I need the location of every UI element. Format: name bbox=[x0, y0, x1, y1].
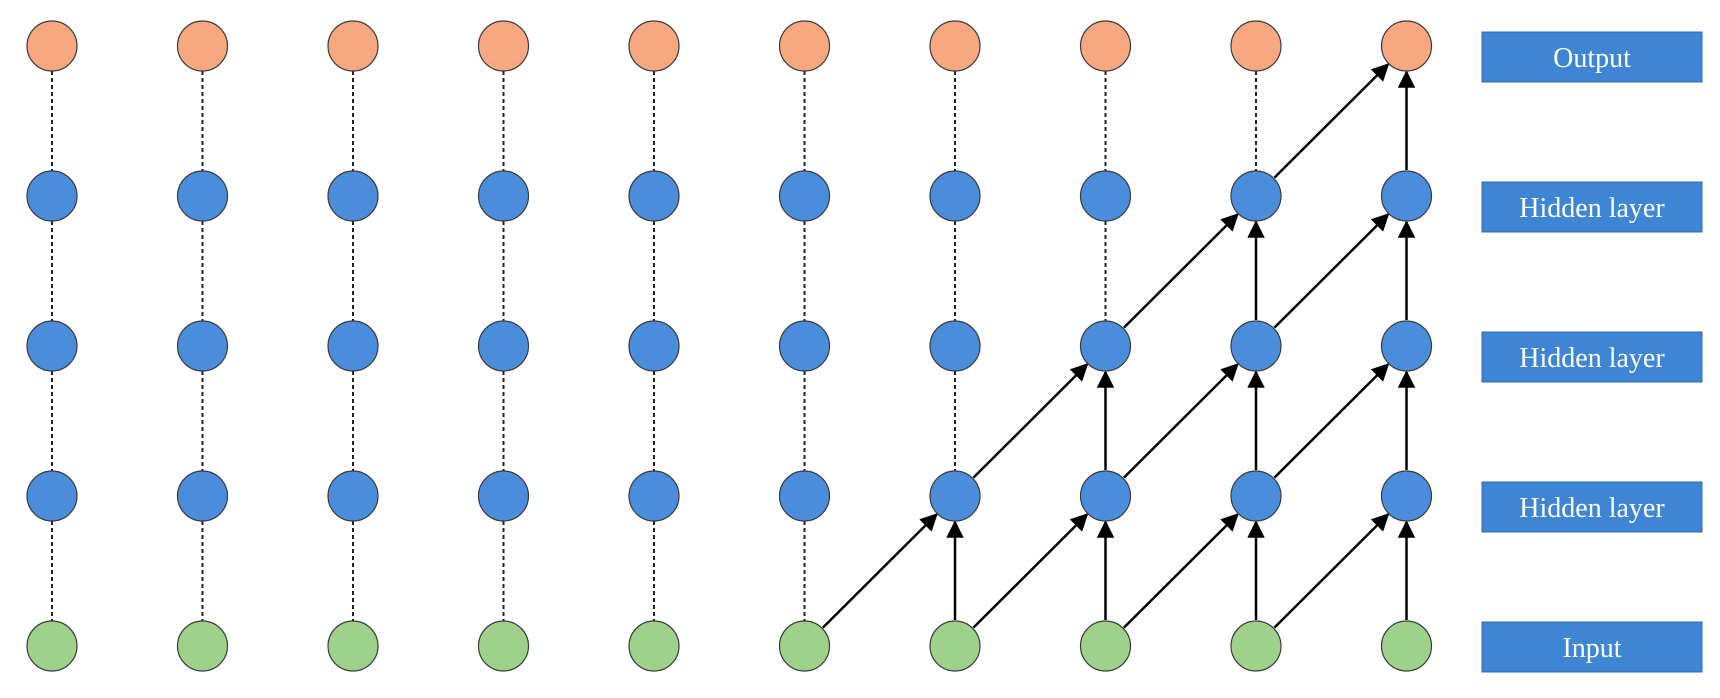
label-hidden-layer-2: Hidden layer bbox=[1481, 331, 1703, 383]
output-node-row0-col8 bbox=[1079, 20, 1132, 72]
output-node-row0-col4 bbox=[477, 20, 530, 72]
dotted-connections bbox=[51, 71, 1257, 621]
hidden-node-row2-col7 bbox=[929, 320, 981, 372]
input-node-row4-col3 bbox=[327, 620, 379, 672]
input-node-row4-col8 bbox=[1079, 620, 1132, 672]
arrow-edge-9-2-10-1 bbox=[1273, 213, 1390, 329]
output-node-row0-col6 bbox=[778, 20, 831, 72]
arrow-edge-7-4-8-3 bbox=[972, 513, 1089, 629]
arrow-edge-8-4-9-3 bbox=[1123, 513, 1239, 629]
input-node-row4-col5 bbox=[628, 620, 680, 672]
hidden-node-row1-col1 bbox=[26, 170, 78, 222]
label-hidden-layer-2-text: Hidden layer bbox=[1519, 343, 1665, 374]
input-node-row4-col9 bbox=[1230, 620, 1282, 672]
hidden-node-row1-col9 bbox=[1230, 170, 1282, 222]
input-node-row4-col2 bbox=[176, 620, 229, 672]
hidden-node-row2-col8 bbox=[1079, 320, 1132, 372]
label-hidden-layer-3-text: Hidden layer bbox=[1519, 193, 1665, 224]
output-node-row0-col5 bbox=[628, 20, 680, 72]
output-node-row0-col10 bbox=[1380, 20, 1433, 72]
hidden-node-row2-col1 bbox=[26, 320, 78, 372]
hidden-node-row3-col10 bbox=[1380, 470, 1433, 522]
hidden-node-row3-col6 bbox=[778, 470, 831, 522]
nodes bbox=[26, 20, 1433, 672]
hidden-node-row3-col4 bbox=[477, 470, 530, 522]
hidden-node-row1-col7 bbox=[929, 170, 981, 222]
output-node-row0-col2 bbox=[176, 20, 229, 72]
input-node-row4-col1 bbox=[26, 620, 78, 672]
label-output: Output bbox=[1481, 31, 1703, 83]
output-node-row0-col7 bbox=[929, 20, 981, 72]
hidden-node-row2-col3 bbox=[327, 320, 379, 372]
hidden-node-row2-col4 bbox=[477, 320, 530, 372]
hidden-node-row3-col7 bbox=[929, 470, 981, 522]
input-node-row4-col10 bbox=[1380, 620, 1433, 672]
arrow-edge-6-4-7-3 bbox=[822, 513, 938, 629]
hidden-node-row2-col10 bbox=[1380, 320, 1433, 372]
input-node-row4-col4 bbox=[477, 620, 530, 672]
output-node-row0-col3 bbox=[327, 20, 379, 72]
hidden-node-row2-col5 bbox=[628, 320, 680, 372]
hidden-node-row3-col2 bbox=[176, 470, 229, 522]
hidden-node-row1-col5 bbox=[628, 170, 680, 222]
input-node-row4-col6 bbox=[778, 620, 831, 672]
arrow-edge-9-3-10-2 bbox=[1273, 363, 1390, 479]
arrow-edge-9-4-10-3 bbox=[1273, 513, 1390, 629]
input-node-row4-col7 bbox=[929, 620, 981, 672]
label-hidden-layer-3: Hidden layer bbox=[1481, 181, 1703, 233]
arrow-edge-8-2-9-1 bbox=[1123, 213, 1239, 329]
hidden-node-row1-col3 bbox=[327, 170, 379, 222]
hidden-node-row2-col6 bbox=[778, 320, 831, 372]
arrow-edge-8-3-9-2 bbox=[1123, 363, 1239, 479]
hidden-node-row3-col5 bbox=[628, 470, 680, 522]
hidden-node-row3-col8 bbox=[1079, 470, 1132, 522]
hidden-node-row2-col2 bbox=[176, 320, 229, 372]
hidden-node-row1-col6 bbox=[778, 170, 831, 222]
hidden-node-row3-col3 bbox=[327, 470, 379, 522]
output-node-row0-col9 bbox=[1230, 20, 1282, 72]
solid-connections bbox=[822, 63, 1416, 629]
label-hidden-layer-1-text: Hidden layer bbox=[1519, 493, 1665, 524]
hidden-node-row3-col9 bbox=[1230, 470, 1282, 522]
arrow-edge-7-3-8-2 bbox=[972, 363, 1089, 479]
hidden-node-row3-col1 bbox=[26, 470, 78, 522]
hidden-node-row2-col9 bbox=[1230, 320, 1282, 372]
label-hidden-layer-1: Hidden layer bbox=[1481, 481, 1703, 533]
output-node-row0-col1 bbox=[26, 20, 78, 72]
hidden-node-row1-col10 bbox=[1380, 170, 1433, 222]
arrow-edge-9-1-10-0 bbox=[1273, 63, 1390, 179]
hidden-node-row1-col8 bbox=[1079, 170, 1132, 222]
hidden-node-row1-col2 bbox=[176, 170, 229, 222]
label-output-text: Output bbox=[1553, 43, 1631, 74]
label-input: Input bbox=[1481, 621, 1703, 673]
hidden-node-row1-col4 bbox=[477, 170, 530, 222]
label-input-text: Input bbox=[1562, 633, 1621, 664]
